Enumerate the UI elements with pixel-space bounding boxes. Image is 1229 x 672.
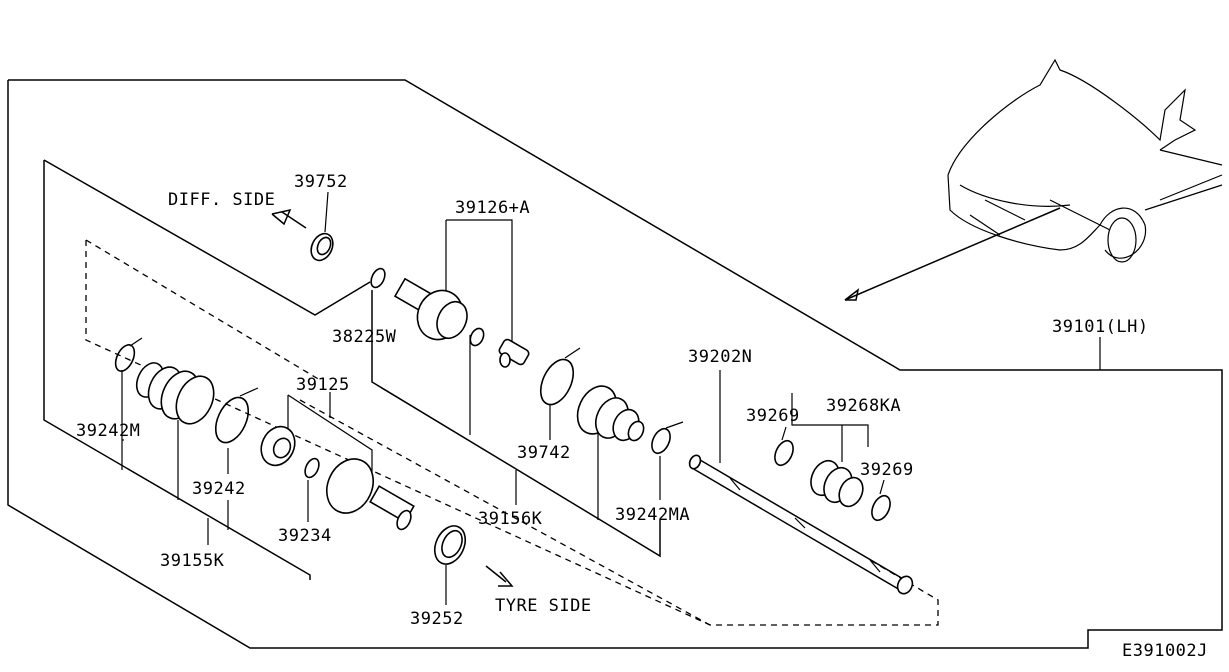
- part-outer-joint[interactable]: [318, 451, 415, 531]
- label-38225w[interactable]: 38225W: [332, 327, 397, 347]
- inner-frame-mid: [371, 290, 661, 558]
- label-39126a[interactable]: 39126+A: [455, 198, 530, 218]
- part-39155k-boot[interactable]: [132, 359, 221, 430]
- inner-frame-top: [43, 159, 371, 316]
- part-spider[interactable]: [498, 338, 530, 368]
- label-diff-side: DIFF. SIDE: [168, 190, 275, 210]
- part-39269-band-b[interactable]: [868, 493, 893, 523]
- label-39742[interactable]: 39742: [517, 443, 571, 463]
- part-39242m-band[interactable]: [112, 337, 143, 374]
- label-39125[interactable]: 39125: [296, 375, 350, 395]
- part-39202n-shaft[interactable]: [688, 454, 916, 597]
- part-38225w-circlip[interactable]: [368, 266, 387, 289]
- part-39242ma-band[interactable]: [648, 421, 684, 456]
- tyre-side-arrow-icon: [485, 565, 514, 587]
- part-39156k-boot[interactable]: [570, 380, 646, 445]
- part-39269-band-a[interactable]: [771, 438, 796, 468]
- part-39752-seal[interactable]: [307, 230, 337, 264]
- diff-side-arrow-icon: [271, 208, 307, 229]
- label-39242[interactable]: 39242: [192, 479, 246, 499]
- outer-frame: [7, 79, 1223, 649]
- leader-lines: [121, 191, 1101, 605]
- label-39269-a[interactable]: 39269: [746, 406, 800, 426]
- label-39268ka[interactable]: 39268KA: [826, 396, 901, 416]
- part-39234-circlip[interactable]: [302, 456, 321, 479]
- label-39234[interactable]: 39234: [278, 526, 332, 546]
- label-39242m[interactable]: 39242M: [76, 421, 140, 441]
- label-39242ma[interactable]: 39242MA: [615, 505, 690, 525]
- label-39101lh[interactable]: 39101(LH): [1052, 317, 1149, 337]
- label-39269-b[interactable]: 39269: [860, 460, 914, 480]
- label-39156k[interactable]: 39156K: [478, 509, 543, 529]
- part-39126a-housing[interactable]: [393, 277, 486, 348]
- part-39242-band[interactable]: [209, 387, 259, 448]
- inner-frame: [43, 160, 311, 580]
- diagram-id: E391002J: [1122, 641, 1208, 661]
- label-tyre-side: TYRE SIDE: [495, 596, 592, 616]
- part-39125-joint[interactable]: [255, 421, 301, 471]
- label-39752[interactable]: 39752: [294, 172, 348, 192]
- label-39202n[interactable]: 39202N: [688, 347, 752, 367]
- part-39268ka-damper[interactable]: [806, 456, 868, 510]
- part-39252-seal[interactable]: [429, 521, 471, 569]
- vehicle-illustration: [844, 58, 1223, 301]
- dashed-frame-top: [85, 239, 321, 381]
- dashed-frame-inner: [299, 399, 711, 626]
- part-39742-band[interactable]: [534, 347, 581, 410]
- label-39155k[interactable]: 39155K: [160, 551, 225, 571]
- label-39252[interactable]: 39252: [410, 609, 464, 629]
